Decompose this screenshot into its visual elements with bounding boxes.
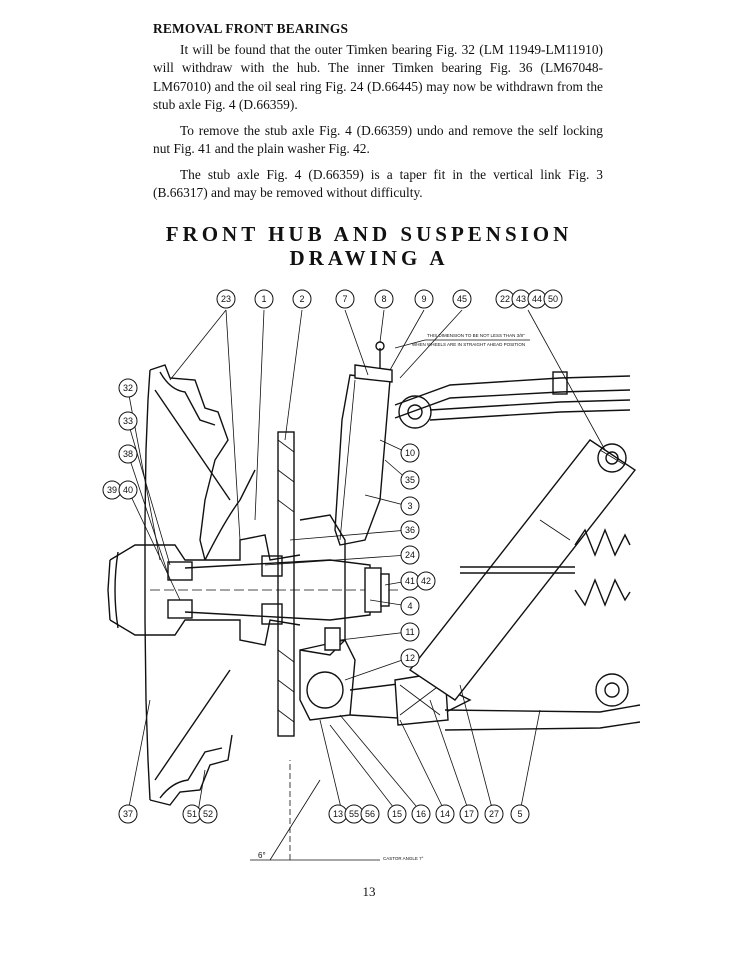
svg-text:12: 12 [405, 653, 415, 663]
callout-33: 33 [118, 411, 138, 431]
svg-text:35: 35 [405, 475, 415, 485]
dimension-note-line1: THIS DIMENSION TO BE NOT LESS THAN 3/8" [427, 333, 525, 338]
svg-text:41: 41 [405, 576, 415, 586]
callout-45: 45 [452, 289, 472, 309]
svg-text:11: 11 [405, 627, 414, 637]
callout-32: 32 [118, 378, 138, 398]
svg-text:50: 50 [548, 294, 558, 304]
callout-7: 7 [335, 289, 355, 309]
dimension-note-line2: WHEN WHEELS ARE IN STRAIGHT AHEAD POSITI… [412, 342, 525, 347]
callout-2: 2 [292, 289, 312, 309]
callout-42: 42 [416, 571, 436, 591]
front-hub-suspension-drawing: 23 1 2 7 8 9 45 22 43 44 50 32 33 38 39 … [102, 289, 641, 861]
callout-38: 38 [118, 444, 138, 464]
callout-3: 3 [400, 496, 420, 516]
page-number: 13 [362, 884, 376, 899]
callout-23: 23 [216, 289, 236, 309]
svg-text:7: 7 [342, 294, 347, 304]
svg-text:44: 44 [532, 294, 542, 304]
callout-24: 24 [400, 545, 420, 565]
callout-40: 40 [118, 480, 138, 500]
callout-5: 5 [510, 804, 530, 824]
callout-56: 56 [360, 804, 380, 824]
callout-4: 4 [400, 596, 420, 616]
svg-text:4: 4 [407, 601, 412, 611]
callout-9: 9 [414, 289, 434, 309]
svg-text:52: 52 [203, 809, 213, 819]
callout-10: 10 [400, 443, 420, 463]
callout-1: 1 [254, 289, 274, 309]
callout-8: 8 [374, 289, 394, 309]
callout-39: 39 [102, 480, 122, 500]
callout-15: 15 [387, 804, 407, 824]
callout-51: 51 [182, 804, 202, 824]
callout-14: 14 [435, 804, 455, 824]
svg-text:51: 51 [187, 809, 197, 819]
svg-text:9: 9 [421, 294, 426, 304]
svg-text:33: 33 [123, 416, 133, 426]
callout-27: 27 [484, 804, 504, 824]
svg-text:36: 36 [405, 525, 415, 535]
callout-11: 11 [400, 622, 420, 642]
svg-text:10: 10 [405, 448, 415, 458]
callout-55: 55 [344, 804, 364, 824]
callout-36: 36 [400, 520, 420, 540]
castor-angle-label: CASTOR ANGLE 7° [383, 856, 424, 861]
callout-37: 37 [118, 804, 138, 824]
drawing-subtitle: DRAWING A [289, 246, 449, 270]
svg-text:32: 32 [123, 383, 133, 393]
svg-text:37: 37 [123, 809, 133, 819]
svg-text:2: 2 [299, 294, 304, 304]
callout-22: 22 [495, 289, 515, 309]
callout-17: 17 [459, 804, 479, 824]
paragraph-2: To remove the stub axle Fig. 4 (D.66359)… [153, 122, 603, 157]
callout-35: 35 [400, 470, 420, 490]
svg-text:45: 45 [457, 294, 467, 304]
callout-12: 12 [400, 648, 420, 668]
callout-13: 13 [328, 804, 348, 824]
svg-text:27: 27 [489, 809, 499, 819]
svg-text:3: 3 [407, 501, 412, 511]
callout-16: 16 [411, 804, 431, 824]
svg-text:22: 22 [500, 294, 510, 304]
drawing-title: FRONT HUB AND SUSPENSION [165, 222, 573, 246]
svg-text:43: 43 [516, 294, 526, 304]
svg-text:17: 17 [464, 809, 474, 819]
svg-text:14: 14 [440, 809, 450, 819]
svg-text:24: 24 [405, 550, 415, 560]
callout-41: 41 [400, 571, 420, 591]
svg-text:56: 56 [365, 809, 375, 819]
angle-label: 6° [258, 851, 266, 860]
svg-text:42: 42 [421, 576, 431, 586]
svg-text:23: 23 [221, 294, 231, 304]
svg-text:13: 13 [333, 809, 343, 819]
svg-text:16: 16 [416, 809, 426, 819]
svg-text:40: 40 [123, 485, 133, 495]
paragraph-1: It will be found that the outer Timken b… [153, 41, 603, 113]
callout-50: 50 [543, 289, 563, 309]
callout-43: 43 [511, 289, 531, 309]
callout-52: 52 [198, 804, 218, 824]
section-heading: REMOVAL FRONT BEARINGS [153, 21, 349, 36]
callout-44: 44 [527, 289, 547, 309]
svg-text:39: 39 [107, 485, 117, 495]
paragraph-3: The stub axle Fig. 4 (D.66359) is a tape… [153, 166, 603, 201]
svg-text:38: 38 [123, 449, 133, 459]
removal-front-bearings-section: REMOVAL FRONT BEARINGS It will be found … [153, 20, 603, 203]
svg-text:55: 55 [349, 809, 359, 819]
svg-text:5: 5 [517, 809, 522, 819]
svg-text:8: 8 [381, 294, 386, 304]
svg-text:1: 1 [261, 294, 266, 304]
svg-text:15: 15 [392, 809, 402, 819]
